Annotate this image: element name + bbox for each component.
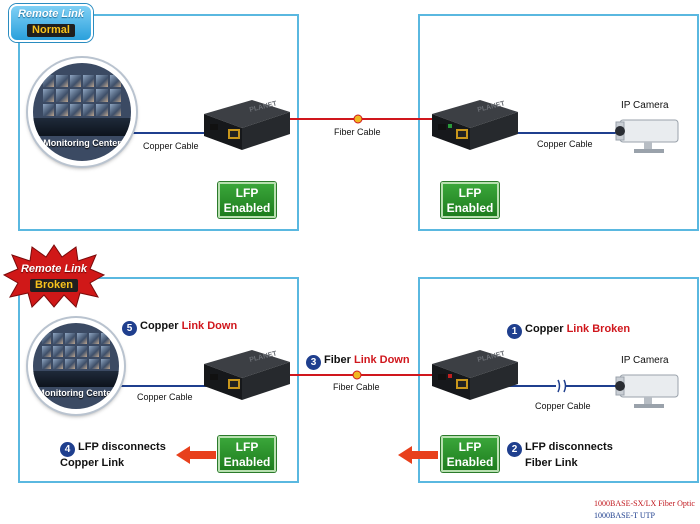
arrow-left-bottom-right [398, 446, 438, 464]
top-right-copper-label: Copper Cable [537, 139, 593, 149]
top-fiber-wire [286, 114, 436, 124]
bottom-copper-wire-left [118, 385, 210, 387]
monitoring-center-top: Monitoring Center [28, 58, 136, 166]
monitoring-center-bottom: Monitoring Center [28, 318, 124, 414]
monitor-label: Monitoring Center [43, 138, 121, 149]
ip-camera-bottom [615, 374, 679, 408]
bottom-camera-label: IP Camera [621, 355, 669, 366]
top-copper-wire-left [130, 132, 210, 134]
bottom-left-copper-label: Copper Cable [137, 392, 193, 402]
media-converter-top-left: PLANET [204, 100, 290, 150]
ip-camera-top [615, 119, 679, 153]
top-camera-label: IP Camera [621, 100, 669, 111]
monitor-label: Monitoring Center [37, 387, 115, 398]
bottom-fiber-label: Fiber Cable [333, 382, 380, 392]
remote-link-broken-burst [2, 244, 106, 308]
badge-status: Normal [27, 24, 75, 37]
top-fiber-label: Fiber Cable [334, 127, 381, 137]
badge-title: Remote Link [17, 8, 84, 20]
media-converter-top-right: PLANET [432, 100, 518, 150]
top-left-copper-label: Copper Cable [143, 141, 199, 151]
legend-fiber-text: 1000BASE-SX/LX Fiber Optic [594, 499, 695, 508]
badge-status: Broken [30, 279, 78, 292]
badge-title: Remote Link [20, 263, 87, 275]
remote-link-broken-badge: Remote Link Broken [16, 263, 92, 293]
remote-link-normal-badge: Remote Link Normal [9, 4, 93, 42]
arrow-left-bottom-left [176, 446, 216, 464]
media-converter-bottom-left: PLANET [204, 350, 290, 400]
legend-utp-text: 1000BASE-T UTP [594, 511, 655, 520]
bottom-fiber-wire [286, 370, 436, 380]
bottom-right-copper-label: Copper Cable [535, 401, 591, 411]
media-converter-bottom-right: PLANET [432, 350, 518, 400]
